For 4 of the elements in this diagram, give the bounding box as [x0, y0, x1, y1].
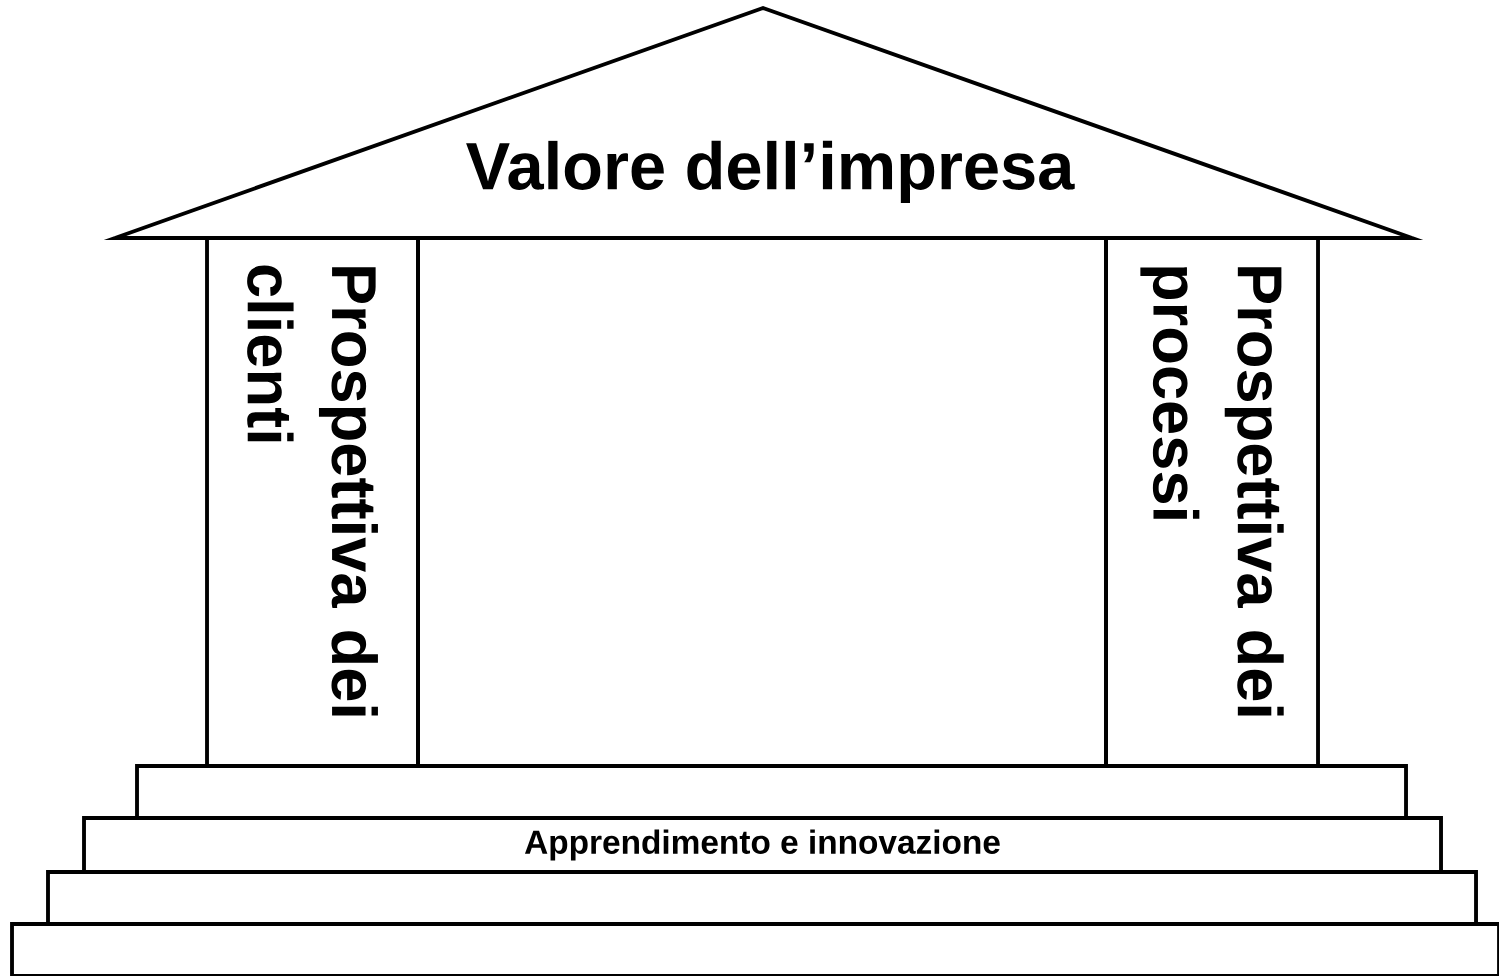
step: Apprendimento e innovazione [82, 816, 1443, 874]
pillar: Prospettiva dei clienti [205, 236, 420, 768]
pillar: Prospettiva dei processi [1104, 236, 1320, 768]
base-block [10, 922, 1499, 976]
